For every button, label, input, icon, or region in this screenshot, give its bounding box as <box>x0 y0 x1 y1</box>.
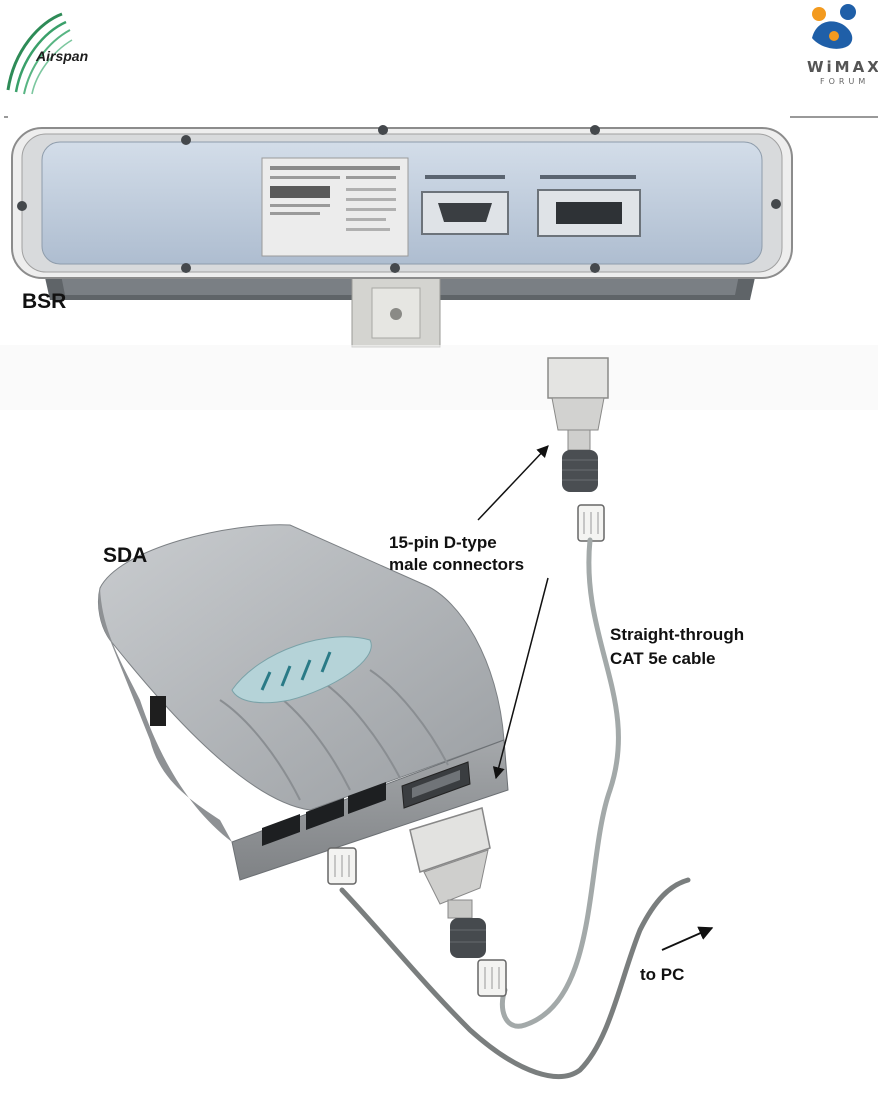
wimax-forum-subtext: FORUM <box>820 77 869 86</box>
wimax-logo-text: WiMAX <box>807 58 878 76</box>
bsr-label: BSR <box>22 290 66 313</box>
arrow-to-upper-connector <box>478 446 548 520</box>
sda-label: SDA <box>103 544 147 567</box>
bsr-label-sticker <box>262 158 408 256</box>
rj45-plug-lower <box>478 960 506 996</box>
arrow-to-lower-connector <box>496 578 548 778</box>
rj45-plug-pc <box>328 848 356 884</box>
cat5e-cable <box>502 540 618 1026</box>
wimax-blue-dot-icon <box>840 4 856 20</box>
to-pc-label: to PC <box>640 965 684 984</box>
connectors-label-line2: male connectors <box>389 555 524 574</box>
sda-power-socket <box>150 696 166 726</box>
bsr-data-port <box>538 190 640 236</box>
d-type-connector-upper <box>548 358 608 492</box>
bsr-serial-port <box>422 192 508 234</box>
bsr-unit <box>12 125 792 347</box>
airspan-logo-text: Airspan <box>35 48 88 64</box>
cable-label-line2: CAT 5e cable <box>610 649 716 668</box>
arrow-to-pc <box>662 928 712 950</box>
barcode-icon <box>270 186 330 198</box>
rj45-plug-upper <box>578 505 604 541</box>
connectors-label-line1: 15-pin D-type <box>389 533 497 552</box>
cable-label-line1: Straight-through <box>610 625 744 644</box>
pc-cable <box>342 880 688 1077</box>
wimax-forum-logo: WiMAX FORUM <box>807 4 878 86</box>
wimax-orange-dot-icon <box>812 7 826 21</box>
airspan-logo: Airspan <box>8 14 88 94</box>
d-type-connector-lower <box>410 808 490 958</box>
